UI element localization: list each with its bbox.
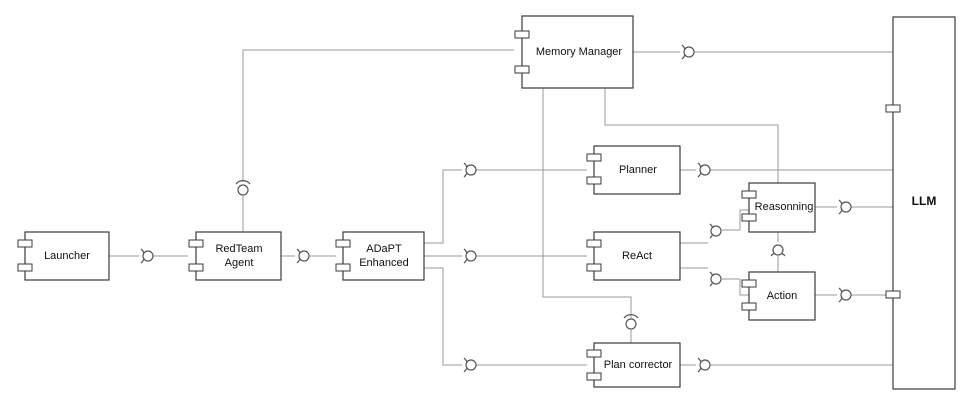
wire-adapt-plancorrector bbox=[424, 267, 587, 366]
interface-socket-icon bbox=[681, 44, 695, 60]
interface-socket-icon bbox=[463, 357, 477, 373]
component-port-icon bbox=[586, 263, 602, 272]
component-plan-corrector: Plan corrector bbox=[586, 342, 681, 388]
component-reasoning: Reasonning bbox=[741, 182, 816, 233]
interface-socket-icon bbox=[463, 162, 477, 178]
component-react: ReAct bbox=[586, 231, 681, 281]
interface-socket-icon bbox=[770, 244, 786, 257]
interface-socket-icon bbox=[697, 162, 711, 178]
interfaces bbox=[140, 44, 852, 373]
component-port-icon bbox=[514, 65, 530, 74]
react-label: ReAct bbox=[622, 250, 652, 262]
component-port-icon bbox=[885, 104, 901, 113]
redteam-label-line2: Agent bbox=[225, 257, 254, 269]
component-planner: Planner bbox=[586, 145, 681, 195]
component-action: Action bbox=[741, 271, 816, 321]
action-label: Action bbox=[767, 290, 798, 302]
llm-label: LLM bbox=[912, 194, 937, 208]
component-port-icon bbox=[741, 302, 757, 311]
component-port-icon bbox=[514, 30, 530, 39]
component-port-icon bbox=[335, 239, 351, 248]
component-port-icon bbox=[335, 263, 351, 272]
component-port-icon bbox=[586, 372, 602, 381]
redteam-label-line1: RedTeam bbox=[215, 243, 262, 255]
launcher-label: Launcher bbox=[44, 250, 90, 262]
component-port-icon bbox=[586, 153, 602, 162]
wire-redteam-memory bbox=[242, 49, 514, 232]
wire-memory-plancorrector bbox=[542, 88, 632, 318]
adapt-label-line1: ADaPT bbox=[366, 243, 402, 255]
interface-socket-icon bbox=[296, 248, 310, 264]
component-port-icon bbox=[741, 213, 757, 222]
interface-socket-icon bbox=[463, 248, 477, 264]
component-port-icon bbox=[188, 239, 204, 248]
interface-socket-icon bbox=[838, 287, 852, 303]
component-port-icon bbox=[17, 239, 33, 248]
wire-adapt-planner bbox=[424, 169, 587, 244]
component-port-icon bbox=[17, 263, 33, 272]
interface-socket-icon bbox=[623, 314, 639, 330]
component-memory-manager: Memory Manager bbox=[514, 15, 634, 89]
wire-react-reasoning bbox=[680, 209, 752, 244]
component-port-icon bbox=[741, 279, 757, 288]
interface-socket-icon bbox=[838, 199, 852, 215]
component-adapt-enhanced: ADaPT Enhanced bbox=[335, 231, 425, 281]
component-launcher: Launcher bbox=[17, 231, 110, 281]
component-port-icon bbox=[741, 190, 757, 199]
component-llm: LLM bbox=[885, 16, 956, 390]
planner-label: Planner bbox=[619, 164, 657, 176]
interface-socket-icon bbox=[235, 180, 251, 196]
adapt-label-line2: Enhanced bbox=[359, 257, 409, 269]
wire-react-action bbox=[680, 267, 752, 296]
plan-corrector-label: Plan corrector bbox=[604, 359, 673, 371]
memory-manager-label: Memory Manager bbox=[536, 46, 623, 58]
reasoning-label: Reasonning bbox=[755, 201, 814, 213]
interface-socket-icon bbox=[709, 271, 722, 287]
component-port-icon bbox=[885, 290, 901, 299]
component-port-icon bbox=[188, 263, 204, 272]
connectors bbox=[109, 49, 893, 366]
interface-socket-icon bbox=[697, 357, 711, 373]
component-port-icon bbox=[586, 176, 602, 185]
interface-socket-icon bbox=[709, 223, 722, 239]
component-port-icon bbox=[586, 239, 602, 248]
component-redteam-agent: RedTeam Agent bbox=[188, 231, 282, 281]
component-port-icon bbox=[586, 349, 602, 358]
interface-socket-icon bbox=[140, 248, 154, 264]
